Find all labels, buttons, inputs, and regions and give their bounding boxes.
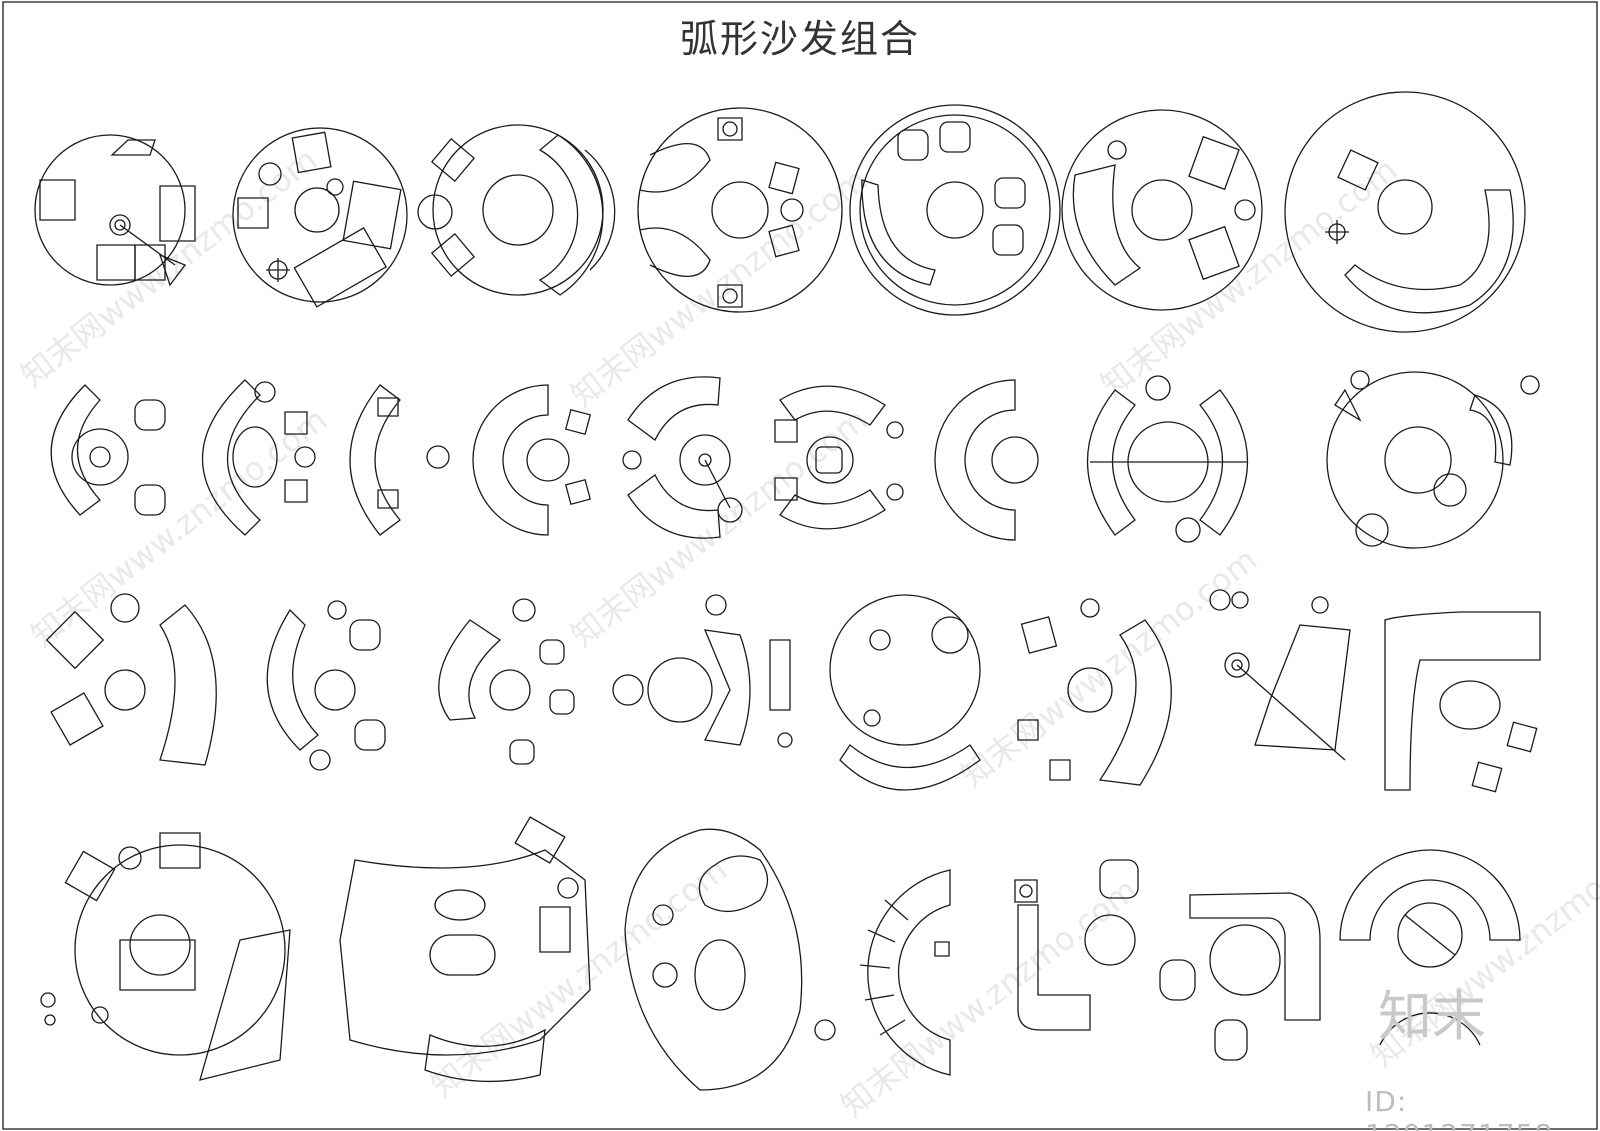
- sofa-set-30: [1160, 893, 1320, 1060]
- sofa-set-26: [340, 817, 590, 1081]
- sofa-set-25: [41, 833, 290, 1080]
- sofa-set-1: [35, 135, 195, 285]
- sofa-set-18: [267, 601, 385, 770]
- sofa-set-23: [1210, 590, 1350, 760]
- sofa-set-12: [623, 377, 742, 538]
- sofa-set-15: [1088, 376, 1249, 542]
- sofa-set-7: [1285, 92, 1525, 332]
- brand-logo-text: 知末: [1378, 985, 1486, 1048]
- sofa-set-19: [439, 599, 574, 764]
- sofa-set-17: [47, 594, 217, 765]
- sofa-set-6: [1062, 110, 1262, 310]
- sofa-set-8: [51, 385, 165, 515]
- sofa-set-3: [418, 125, 615, 295]
- id-label: ID: 1201271758: [1365, 1085, 1552, 1131]
- sofa-set-14: [935, 380, 1038, 540]
- sofa-set-13: [775, 386, 903, 529]
- sofa-set-27: [625, 829, 835, 1090]
- sofa-set-9: [203, 380, 316, 535]
- sofa-set-16: [1327, 371, 1539, 548]
- sofa-set-2: [233, 128, 407, 307]
- page-title: 弧形沙发组合: [679, 17, 920, 61]
- sofa-set-28: [860, 870, 950, 1075]
- sofa-set-20: [613, 595, 792, 747]
- sofa-set-5: [850, 105, 1060, 315]
- sofa-set-22: [1018, 599, 1171, 785]
- sofa-set-21: [830, 595, 980, 790]
- sofa-set-24: [1385, 612, 1540, 792]
- sofa-set-4: [638, 108, 842, 312]
- sofa-set-31: [1340, 850, 1520, 1045]
- sofa-set-11: [473, 385, 590, 535]
- drawing-frame: [3, 2, 1597, 1129]
- sofa-set-10: [350, 385, 449, 535]
- sofa-set-29: [1015, 860, 1138, 1030]
